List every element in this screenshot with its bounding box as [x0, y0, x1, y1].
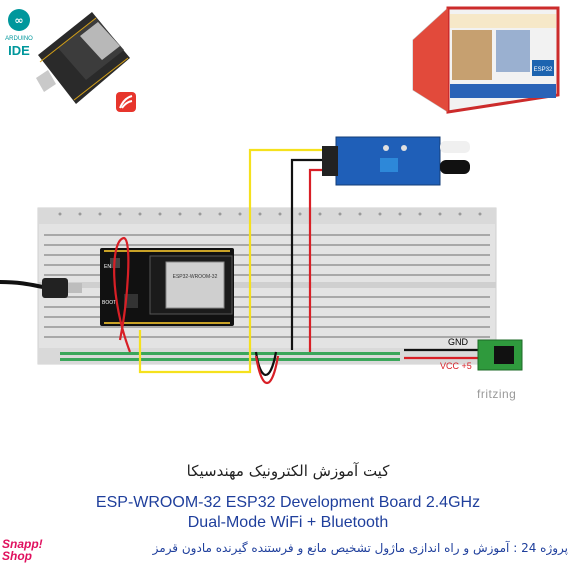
usb-cable [0, 278, 82, 298]
espressif-logo [116, 92, 136, 112]
box-esp32-label: ESP32 [534, 67, 553, 73]
ir-sensor-module [322, 136, 470, 186]
esp32-module: ESP32-WROOM-32 EN BOOT [100, 248, 234, 326]
chip-label: ESP32-WROOM-32 [173, 274, 218, 280]
black-ground-wire [290, 158, 330, 350]
vcc-label: VCC +5 [440, 361, 472, 371]
arduino-ide-logo: ∞ ARDUINO IDE [5, 9, 33, 58]
ide-label: IDE [8, 43, 30, 58]
red-rail-jumper [254, 355, 280, 385]
kit-title-fa: کیت آموزش الکترونیک مهندسیکا [186, 462, 390, 480]
arduino-text: ARDUINO [5, 36, 33, 42]
snapp-shop-logo: Snapp! Shop [2, 538, 43, 562]
board-title-line1: ESP-WROOM-32 ESP32 Development Board 2.4… [95, 494, 481, 511]
esp32-board-photo [36, 12, 130, 104]
boot-button-label: BOOT [102, 300, 116, 306]
snapp-line2: Shop [2, 549, 32, 563]
board-title-line2: Dual-Mode WiFi + Bluetooth [187, 514, 389, 531]
kit-box-photo: ESP32 [412, 6, 560, 114]
gnd-label: GND [448, 337, 469, 347]
fritzing-watermark: fritzing [477, 387, 517, 401]
en-button-label: EN [104, 264, 111, 270]
yellow-signal-wire [248, 148, 328, 340]
dc-power-jack: GND VCC +5 [440, 337, 523, 371]
yellow-wire-lower [138, 330, 252, 374]
project-caption: پروژه 24 : آموزش و راه اندازی ماژول تشخی… [152, 541, 568, 555]
red-board-power-wire [113, 236, 132, 353]
snapp-line1: Snapp! [2, 537, 43, 551]
svg-text:∞: ∞ [14, 14, 23, 27]
